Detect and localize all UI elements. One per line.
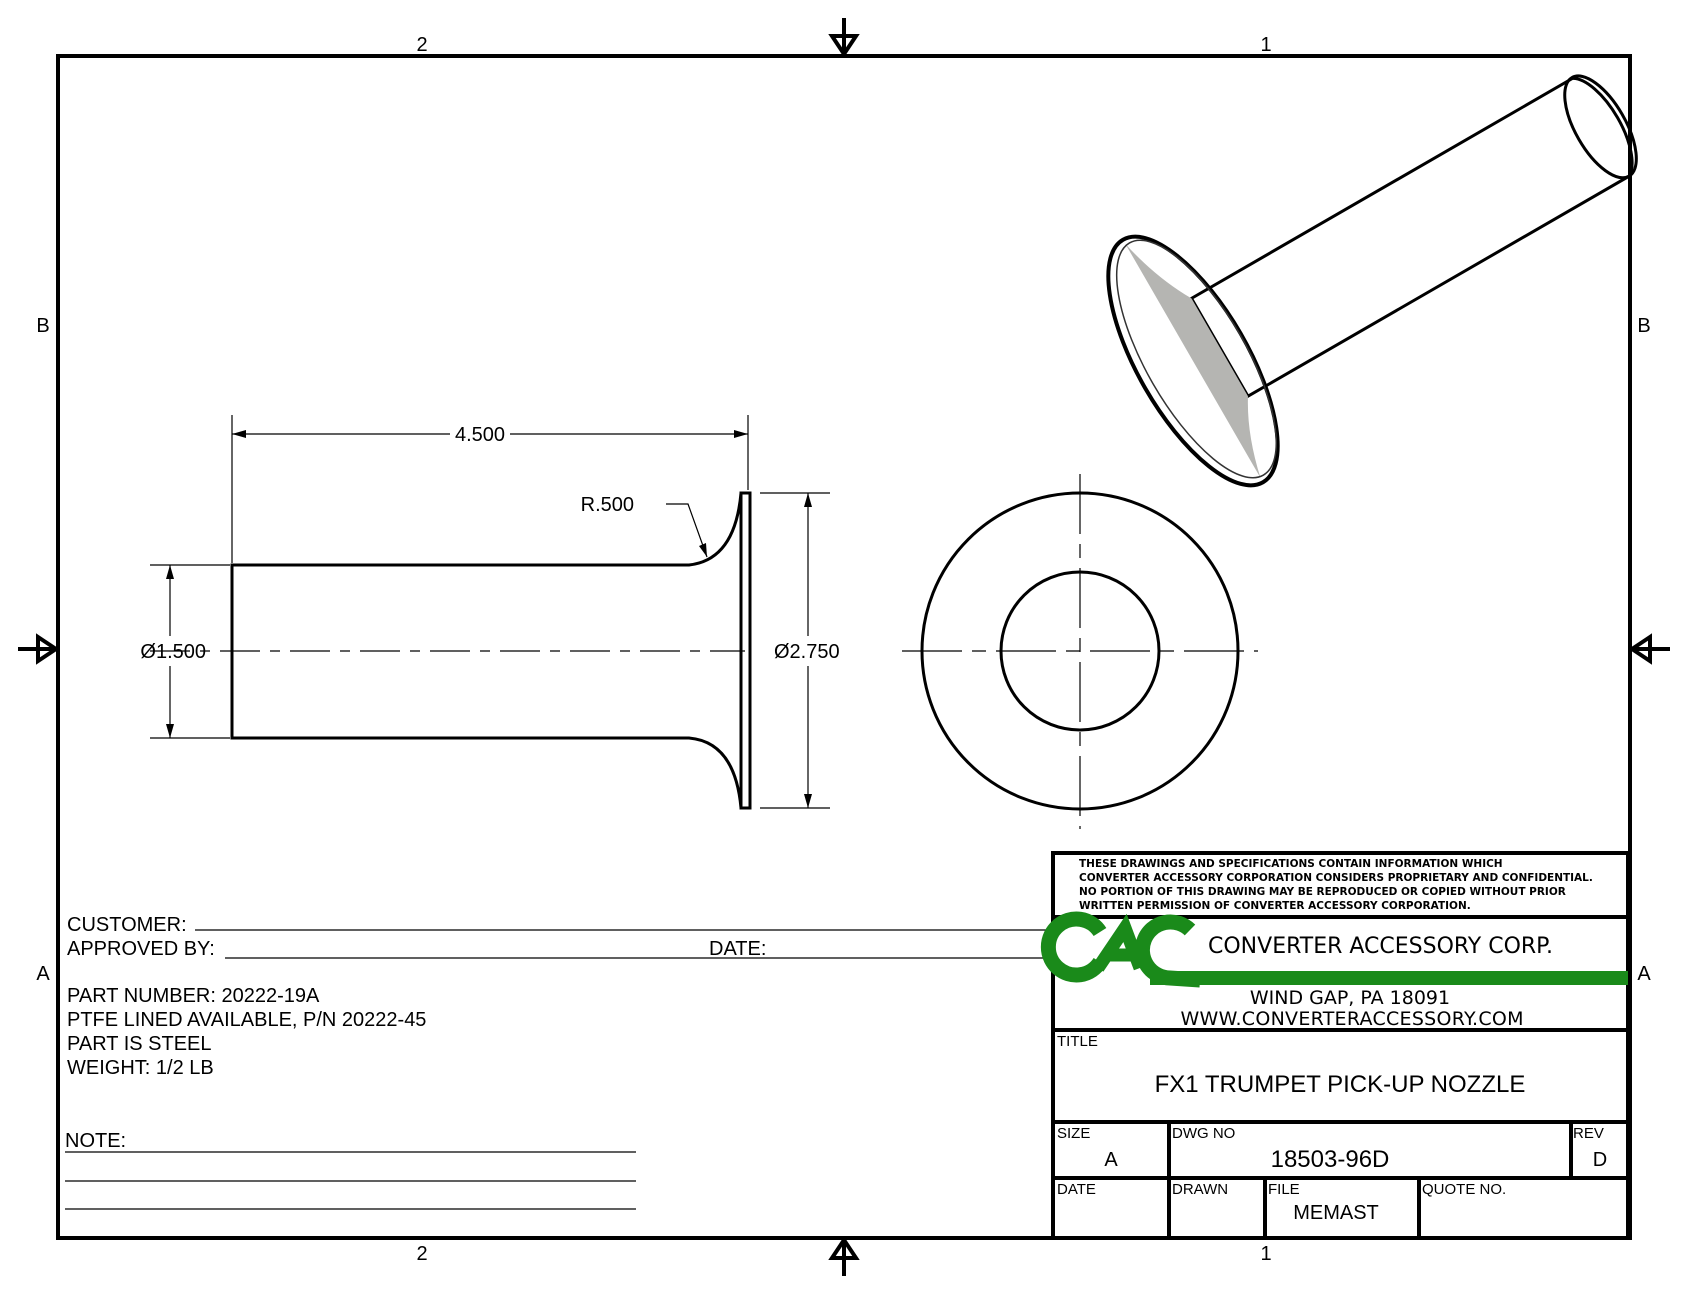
approval-form: CUSTOMER: APPROVED BY: DATE:: [67, 914, 1050, 960]
zone-label: B: [36, 315, 49, 337]
file-name: MEMAST: [1293, 1202, 1379, 1224]
disclaimer: CONVERTER ACCESSORY CORPORATION CONSIDER…: [1079, 872, 1593, 884]
svg-text:SIZE: SIZE: [1057, 1125, 1090, 1142]
company-website: WWW.CONVERTERACCESSORY.COM: [1181, 1008, 1524, 1030]
svg-text:APPROVED BY:: APPROVED BY:: [67, 938, 215, 960]
drawing-title: FX1 TRUMPET PICK-UP NOZZLE: [1155, 1071, 1526, 1098]
svg-text:NOTE:: NOTE:: [65, 1130, 126, 1152]
cac-logo: [1040, 911, 1628, 988]
zone-label: 1: [1260, 34, 1271, 56]
disclaimer: WRITTEN PERMISSION OF CONVERTER ACCESSOR…: [1079, 900, 1471, 912]
svg-text:FILE: FILE: [1268, 1181, 1300, 1198]
drawing-number: 18503-96D: [1271, 1146, 1390, 1173]
zone-label: 2: [416, 1243, 427, 1265]
svg-text:DRAWN: DRAWN: [1172, 1181, 1228, 1198]
title-block: THESE DRAWINGS AND SPECIFICATIONS CONTAI…: [1040, 851, 1630, 1240]
svg-text:TITLE: TITLE: [1057, 1033, 1098, 1050]
zone-label: B: [1637, 315, 1650, 337]
svg-text:WEIGHT: 1/2 LB: WEIGHT: 1/2 LB: [67, 1057, 214, 1079]
dim-length: 4.500: [455, 424, 505, 446]
svg-text:DATE:: DATE:: [709, 938, 766, 960]
svg-text:REV: REV: [1573, 1125, 1604, 1142]
side-view: 4.500 R.500 Ø1.500 Ø2.750: [140, 415, 840, 810]
dim-flange-diameter: Ø2.750: [774, 641, 840, 663]
zone-label: 1: [1260, 1243, 1271, 1265]
revision: D: [1593, 1149, 1607, 1171]
company-address: WIND GAP, PA 18091: [1250, 987, 1450, 1009]
dim-radius: R.500: [581, 494, 634, 516]
svg-text:DWG NO: DWG NO: [1172, 1125, 1235, 1142]
dim-tube-diameter: Ø1.500: [140, 641, 206, 663]
drawing-frame: [56, 54, 1632, 1240]
sheet-size: A: [1104, 1149, 1118, 1171]
zone-label: 2: [416, 34, 427, 56]
isometric-view: [1106, 74, 1638, 488]
disclaimer: THESE DRAWINGS AND SPECIFICATIONS CONTAI…: [1079, 858, 1503, 870]
part-notes: PART NUMBER: 20222-19A PTFE LINED AVAILA…: [67, 985, 426, 1079]
center-mark-arrow-icon: [18, 18, 1670, 1276]
zone-label: A: [36, 963, 50, 985]
note-section: NOTE:: [65, 1130, 636, 1210]
end-view: [902, 474, 1258, 829]
svg-text:CUSTOMER:: CUSTOMER:: [67, 914, 187, 936]
svg-text:PART NUMBER: 20222-19A: PART NUMBER: 20222-19A: [67, 985, 320, 1007]
svg-text:DATE: DATE: [1057, 1181, 1096, 1198]
svg-text:PART IS STEEL: PART IS STEEL: [67, 1033, 212, 1055]
company-name: CONVERTER ACCESSORY CORP.: [1208, 934, 1553, 959]
svg-text:QUOTE NO.: QUOTE NO.: [1422, 1181, 1506, 1198]
zone-label: A: [1637, 963, 1651, 985]
disclaimer: NO PORTION OF THIS DRAWING MAY BE REPROD…: [1079, 886, 1566, 898]
svg-text:PTFE LINED AVAILABLE, P/N 2022: PTFE LINED AVAILABLE, P/N 20222-45: [67, 1009, 426, 1031]
